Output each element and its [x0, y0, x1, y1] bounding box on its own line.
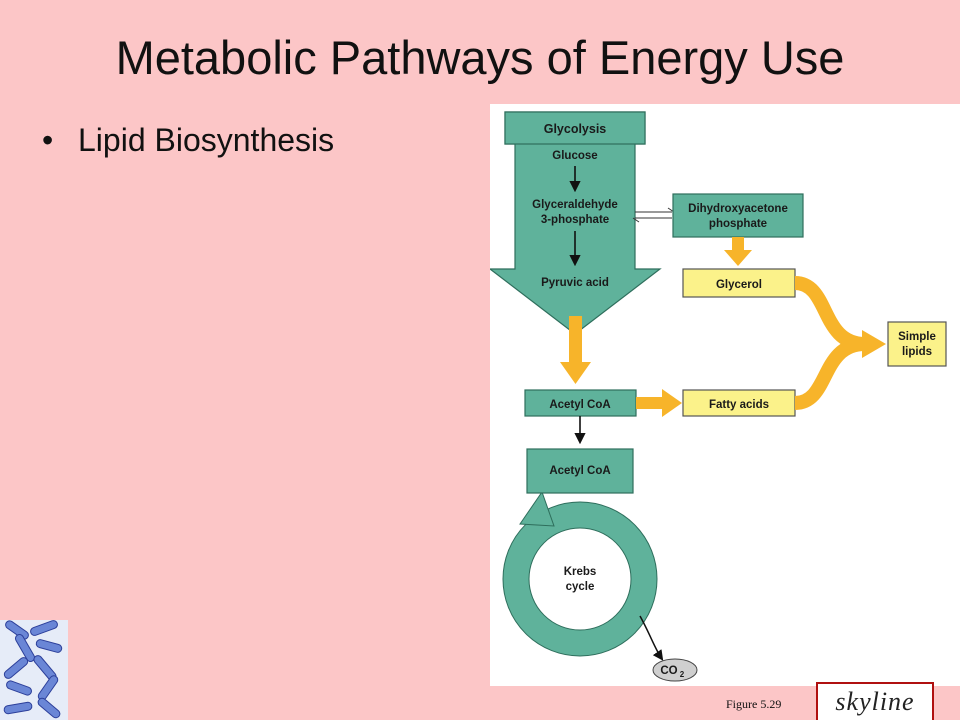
glycerol-box: [682, 268, 796, 298]
co2-subscript: 2: [680, 670, 685, 679]
glycerol-label: Glycerol: [716, 279, 762, 291]
dhap-label-line1: Dihydroxyacetone: [688, 203, 788, 215]
co2-label: CO: [660, 665, 677, 677]
glycolysis-label: Glycolysis: [544, 122, 607, 136]
co2-bubble: [652, 658, 698, 682]
krebs-cycle-ring: [503, 502, 657, 656]
glucose-label: Glucose: [552, 150, 597, 162]
simple-lipids-box: [887, 321, 947, 367]
krebs-label-line1: Krebs: [564, 566, 597, 578]
figure-label: Figure 5.29: [726, 697, 782, 711]
fatty-acids-label: Fatty acids: [709, 399, 769, 411]
bacteria-illustration: [3, 620, 63, 719]
acetyl-coa-label-1: Acetyl CoA: [549, 399, 610, 411]
pyruvic-acid-label: Pyruvic acid: [541, 277, 609, 289]
metabolic-pathway-figure: Glycolysis Glucose Glyceraldehyde 3-phos…: [490, 104, 960, 686]
krebs-label-line2: cycle: [566, 581, 595, 593]
acetyl-coa-label-2: Acetyl CoA: [549, 465, 610, 477]
acetyl-coa-box-2: [526, 448, 634, 494]
bullet-text: Lipid Biosynthesis: [78, 122, 335, 158]
slide-title: Metabolic Pathways of Energy Use: [115, 31, 845, 84]
bullet-item: • Lipid Biosynthesis: [42, 116, 378, 164]
g3p-label-line1: Glyceraldehyde: [532, 199, 618, 211]
skyline-logo: skyline: [816, 682, 934, 720]
bullet-dot: •: [42, 122, 54, 158]
simple-lipids-line1: Simple: [898, 331, 936, 343]
bacteria-image: [0, 620, 68, 720]
simple-lipids-line2: lipids: [902, 346, 932, 358]
g3p-label-line2: 3-phosphate: [541, 214, 609, 226]
dhap-label-line2: phosphate: [709, 218, 767, 230]
dhap-box: [672, 193, 804, 238]
